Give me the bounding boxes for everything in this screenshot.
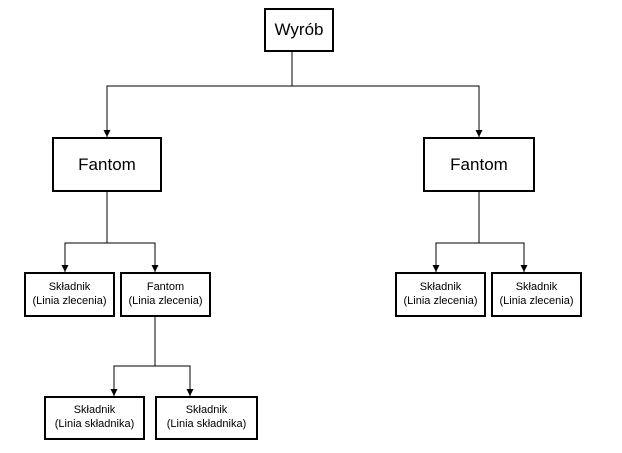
right-component-node-1: Składnik (Linia zlecenia) xyxy=(395,272,486,317)
phantom-node-left: Fantom xyxy=(52,137,162,192)
right-component-node-2-line2: (Linia zlecenia) xyxy=(499,294,574,307)
right-component-node-1-line2: (Linia zlecenia) xyxy=(403,294,478,307)
component-node-left-line2: (Linia zlecenia) xyxy=(32,294,107,307)
phantom-node-right-label: Fantom xyxy=(450,154,508,174)
component-node-left: Składnik (Linia zlecenia) xyxy=(24,272,115,317)
edge-root-to-right-phantom xyxy=(292,85,483,137)
sub-component-node-2-line2: (Linia składnika) xyxy=(166,418,247,430)
right-component-node-2: Składnik (Linia zlecenia) xyxy=(491,272,582,317)
sub-component-node-1-line1: Składnik xyxy=(73,404,116,417)
phantom-node-left-label: Fantom xyxy=(78,154,136,174)
edge-sub-phantom-to-component-1 xyxy=(110,317,156,396)
component-node-left-line1: Składnik xyxy=(48,280,91,293)
edge-right-phantom-to-component-2 xyxy=(479,242,528,272)
sub-component-node-1: Składnik (Linia składnika) xyxy=(44,396,145,440)
sub-phantom-node: Fantom (Linia zlecenia) xyxy=(120,272,211,317)
root-node-wyrob: Wyrób xyxy=(264,8,334,52)
edge-sub-phantom-to-component-2 xyxy=(155,365,194,396)
right-component-node-2-line1: Składnik xyxy=(515,280,558,293)
root-node-label: Wyrób xyxy=(274,20,324,40)
sub-component-node-1-line2: (Linia składnika) xyxy=(54,418,135,430)
right-component-node-1-line1: Składnik xyxy=(419,280,462,293)
edge-root-to-left-phantom xyxy=(103,52,293,137)
sub-phantom-node-line2: (Linia zlecenia) xyxy=(128,294,203,307)
phantom-node-right: Fantom xyxy=(423,137,535,192)
edge-left-phantom-to-component xyxy=(61,192,108,272)
sub-component-node-2: Składnik (Linia składnika) xyxy=(155,396,258,440)
sub-phantom-node-line1: Fantom xyxy=(146,280,185,293)
edge-right-phantom-to-component-1 xyxy=(432,192,480,272)
sub-component-node-2-line1: Składnik xyxy=(185,404,228,417)
edge-left-phantom-to-sub-phantom xyxy=(107,242,159,272)
